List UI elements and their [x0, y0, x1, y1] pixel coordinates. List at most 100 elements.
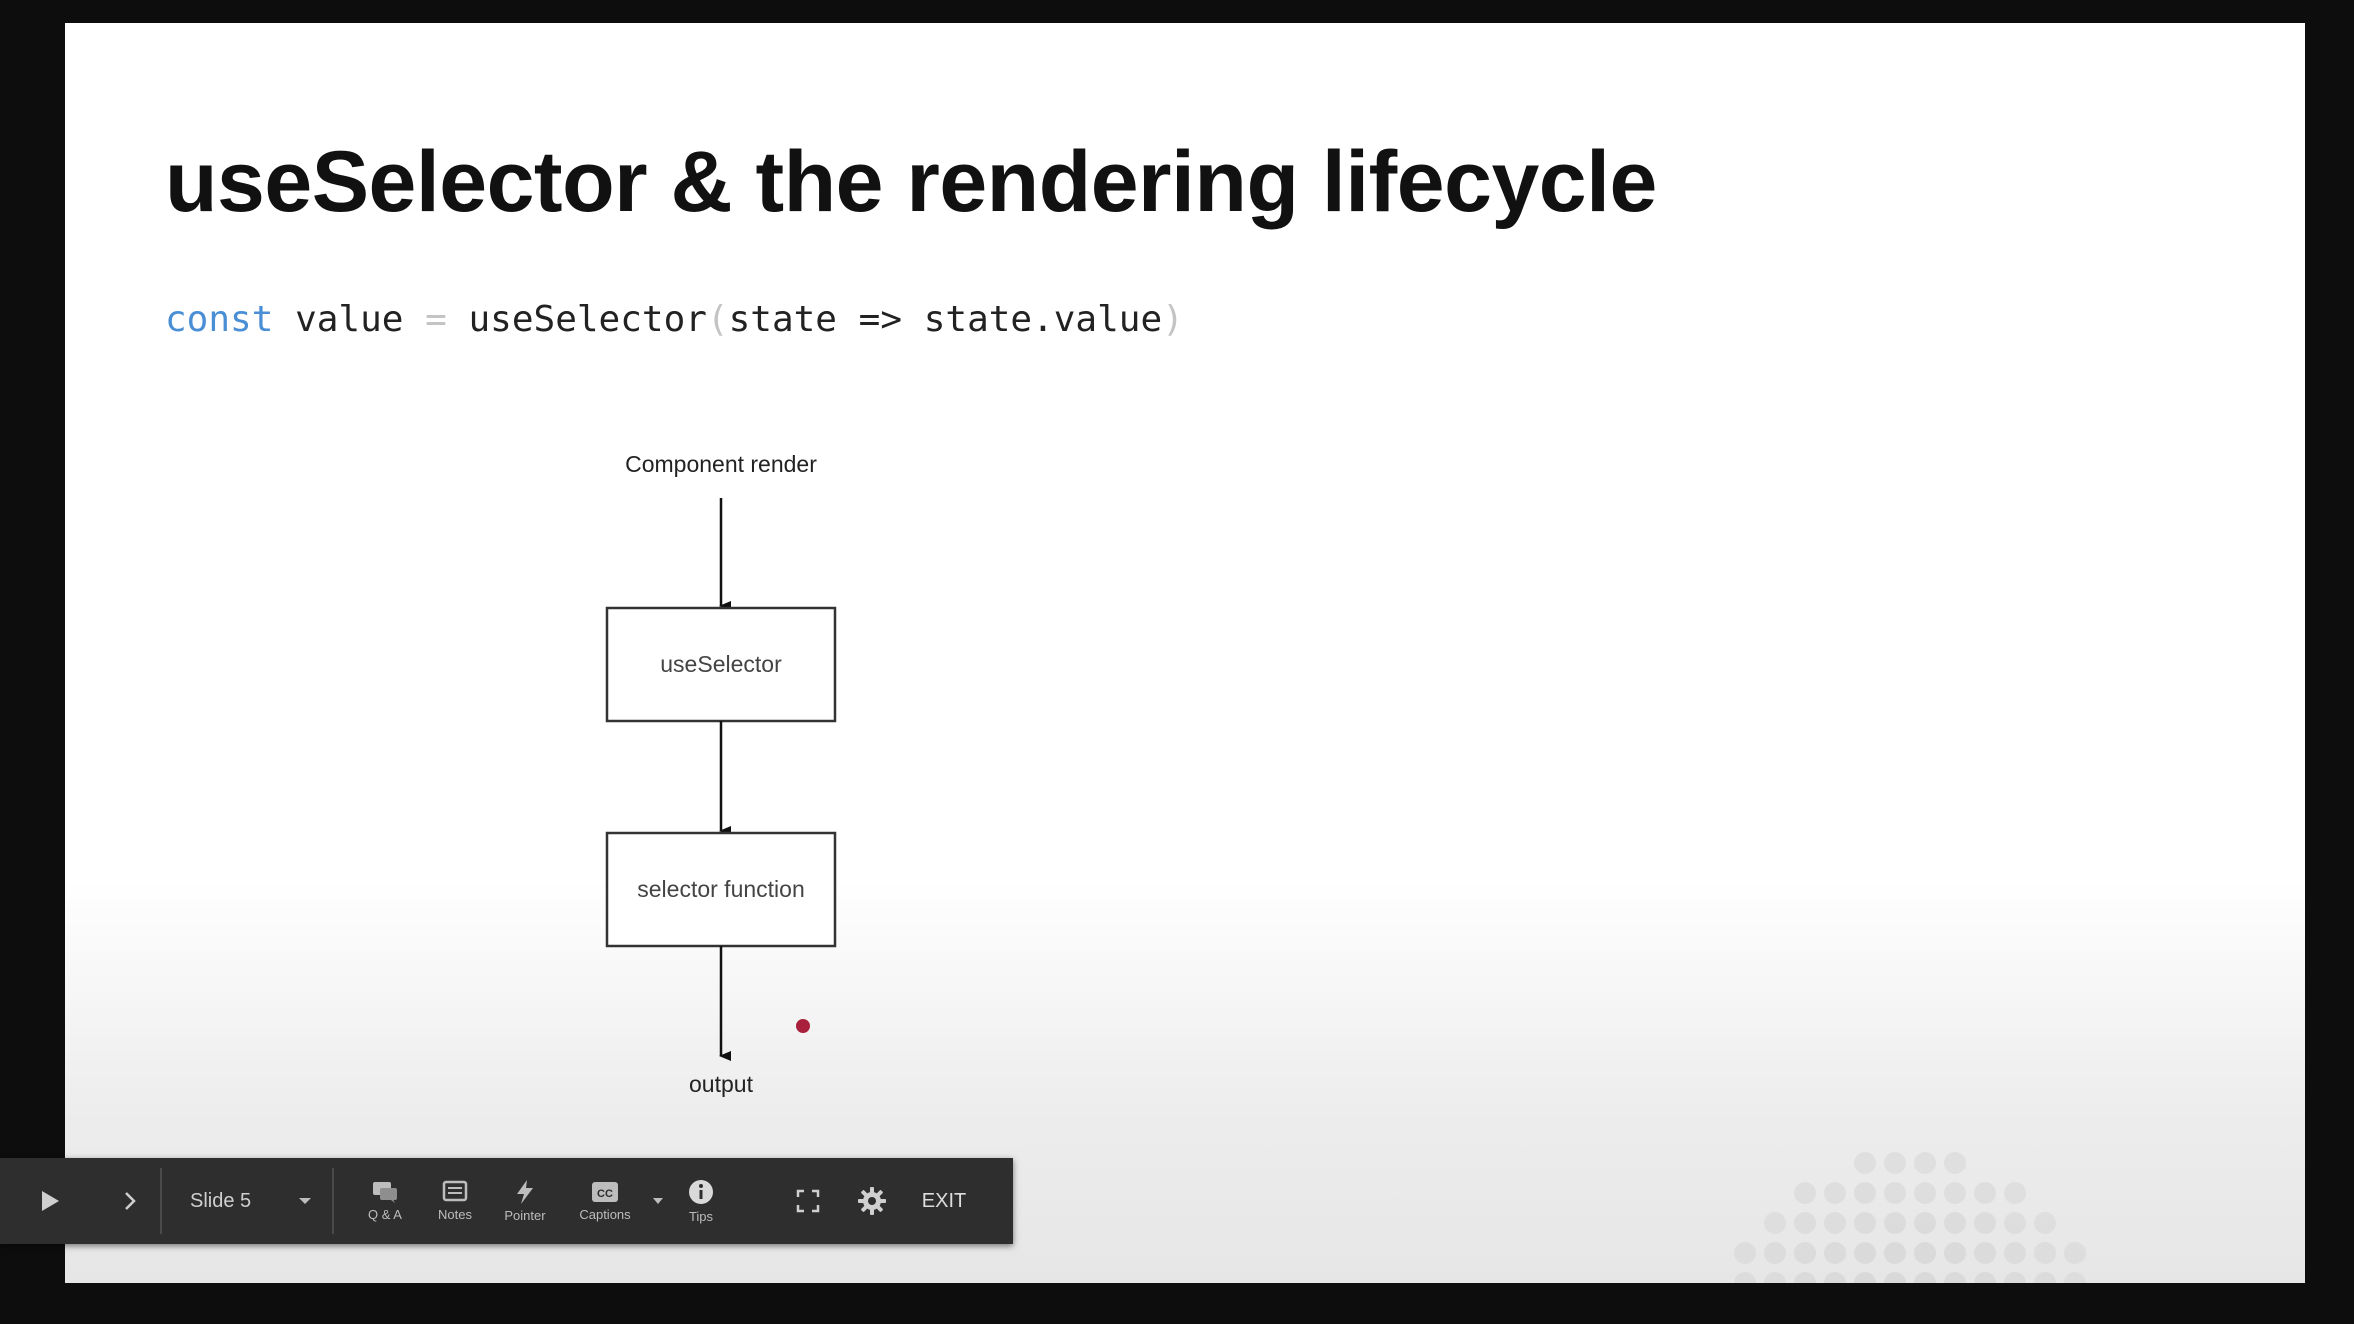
play-icon — [42, 1191, 59, 1211]
qa-icon — [373, 1182, 397, 1203]
code-function: useSelector — [468, 299, 707, 340]
decor-dot — [1944, 1152, 1966, 1174]
decor-dot — [1854, 1242, 1876, 1264]
slide-selector[interactable]: Slide 5 — [162, 1158, 332, 1244]
pointer-label: Pointer — [504, 1208, 546, 1223]
decor-dot — [2034, 1212, 2056, 1234]
decorative-dot-pattern — [1734, 1152, 2086, 1283]
decor-dot — [1914, 1212, 1936, 1234]
qa-label: Q & A — [368, 1207, 402, 1222]
fullscreen-button[interactable] — [776, 1158, 840, 1244]
decor-dot — [1764, 1242, 1786, 1264]
notes-button[interactable]: Notes — [420, 1158, 490, 1244]
decor-dot — [2004, 1182, 2026, 1204]
decor-dot — [2034, 1242, 2056, 1264]
slide-canvas: useSelector & the rendering lifecycle co… — [65, 23, 2305, 1283]
code-paren-open: ( — [706, 299, 729, 340]
decor-dot — [1824, 1182, 1846, 1204]
decor-dot — [1914, 1152, 1936, 1174]
tips-label: Tips — [688, 1209, 714, 1224]
decor-dot — [1764, 1212, 1786, 1234]
decor-dot — [1974, 1272, 1996, 1283]
decor-dot — [1944, 1242, 1966, 1264]
exit-button[interactable]: EXIT — [921, 1189, 967, 1212]
decor-dot — [1824, 1212, 1846, 1234]
decor-dot — [1884, 1152, 1906, 1174]
slide-selector-value: Slide 5 — [190, 1189, 252, 1212]
pointer-button[interactable]: Pointer — [490, 1158, 560, 1244]
tips-button[interactable]: Tips — [666, 1158, 736, 1244]
decor-dot — [2064, 1242, 2086, 1264]
decor-dot — [1764, 1272, 1786, 1283]
decor-dot — [1884, 1182, 1906, 1204]
next-slide-button[interactable] — [100, 1158, 160, 1244]
lifecycle-diagram: Component render useSelector selector fu… — [605, 451, 837, 1097]
decor-dot — [1794, 1242, 1816, 1264]
info-icon — [689, 1180, 713, 1204]
caret-down-icon — [653, 1198, 663, 1204]
notes-label: Notes — [438, 1207, 472, 1222]
caret-down-icon — [299, 1198, 311, 1204]
svg-text:CC: CC — [597, 1188, 613, 1200]
decor-dot — [1794, 1212, 1816, 1234]
useselector-box-label: useSelector — [660, 651, 782, 677]
decor-dot — [1854, 1212, 1876, 1234]
decor-dot — [1854, 1182, 1876, 1204]
decor-dot — [1734, 1242, 1756, 1264]
decor-dot — [1794, 1182, 1816, 1204]
code-param: state — [728, 299, 837, 340]
decor-dot — [1944, 1212, 1966, 1234]
decor-dot — [1944, 1272, 1966, 1283]
decor-dot — [1914, 1242, 1936, 1264]
code-paren-close: ) — [1162, 299, 1184, 340]
code-assign: = — [425, 299, 447, 340]
decor-dot — [2034, 1272, 2056, 1283]
decor-dot — [1974, 1242, 1996, 1264]
decor-dot — [1974, 1212, 1996, 1234]
laser-pointer-dot — [796, 1019, 810, 1033]
qa-button[interactable]: Q & A — [350, 1158, 420, 1244]
decor-dot — [1914, 1272, 1936, 1283]
diagram-end-label: output — [689, 1071, 754, 1097]
captions-icon: CC — [592, 1182, 618, 1202]
play-button[interactable] — [0, 1158, 100, 1244]
slide-title: useSelector & the rendering lifecycle — [165, 134, 1657, 230]
captions-label: Captions — [579, 1207, 631, 1222]
decor-dot — [1884, 1212, 1906, 1234]
useselector-box — [605, 606, 837, 723]
gear-icon — [858, 1187, 886, 1215]
captions-options-dropdown[interactable] — [650, 1158, 666, 1244]
diagram-start-label: Component render — [625, 451, 817, 477]
decor-dot — [1944, 1182, 1966, 1204]
decor-dot — [1884, 1272, 1906, 1283]
decor-dot — [2064, 1272, 2086, 1283]
decor-dot — [1974, 1182, 1996, 1204]
decor-dot — [1854, 1152, 1876, 1174]
code-keyword: const — [165, 299, 274, 340]
chevron-right-icon — [125, 1192, 136, 1210]
code-line: const value = useSelector(state => state… — [165, 299, 1184, 340]
notes-icon — [442, 1180, 468, 1202]
captions-button[interactable]: CC Captions — [560, 1158, 650, 1244]
decor-dot — [1794, 1272, 1816, 1283]
toolbar-divider — [332, 1168, 334, 1234]
decor-dot — [2004, 1212, 2026, 1234]
decor-dot — [1854, 1272, 1876, 1283]
settings-button[interactable] — [840, 1158, 904, 1244]
decor-dot — [2004, 1242, 2026, 1264]
decor-dot — [1824, 1272, 1846, 1283]
code-body: state.value — [923, 299, 1163, 340]
decor-dot — [1824, 1242, 1846, 1264]
toolbar-divider — [160, 1168, 162, 1234]
decor-dot — [1914, 1182, 1936, 1204]
selector-function-box-label: selector function — [637, 876, 804, 902]
decor-dot — [1734, 1272, 1756, 1283]
decor-dot — [1884, 1242, 1906, 1264]
presenter-toolbar: Slide 5 Q & A Notes — [0, 1158, 1013, 1244]
fullscreen-icon — [796, 1189, 820, 1213]
code-variable: value — [295, 299, 404, 340]
pointer-icon — [517, 1180, 533, 1204]
decor-dot — [2004, 1272, 2026, 1283]
code-arrow: => — [858, 299, 903, 340]
